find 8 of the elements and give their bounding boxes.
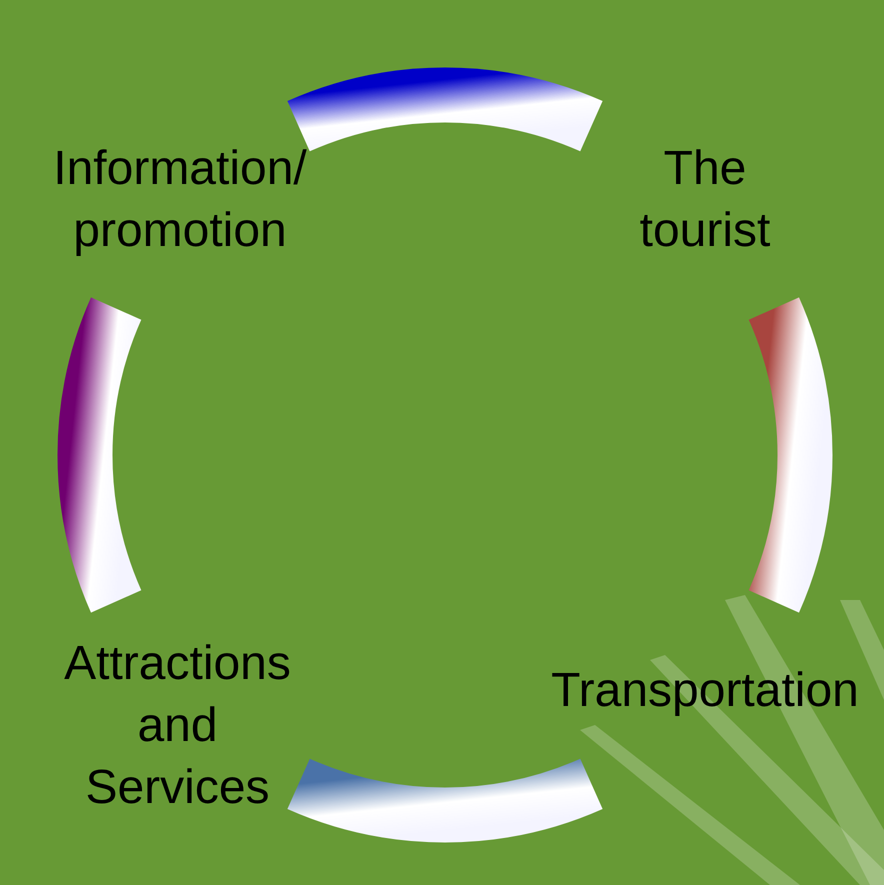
ring-segment (58, 298, 142, 612)
ring-segment (288, 68, 602, 152)
cycle-label: Attractions and Services (50, 633, 305, 819)
cycle-label: The tourist (610, 138, 800, 262)
ring-segment (748, 298, 832, 612)
cycle-label: Transportation (535, 660, 875, 722)
ring-segment (288, 758, 602, 842)
cycle-label: Information/ promotion (20, 138, 340, 262)
